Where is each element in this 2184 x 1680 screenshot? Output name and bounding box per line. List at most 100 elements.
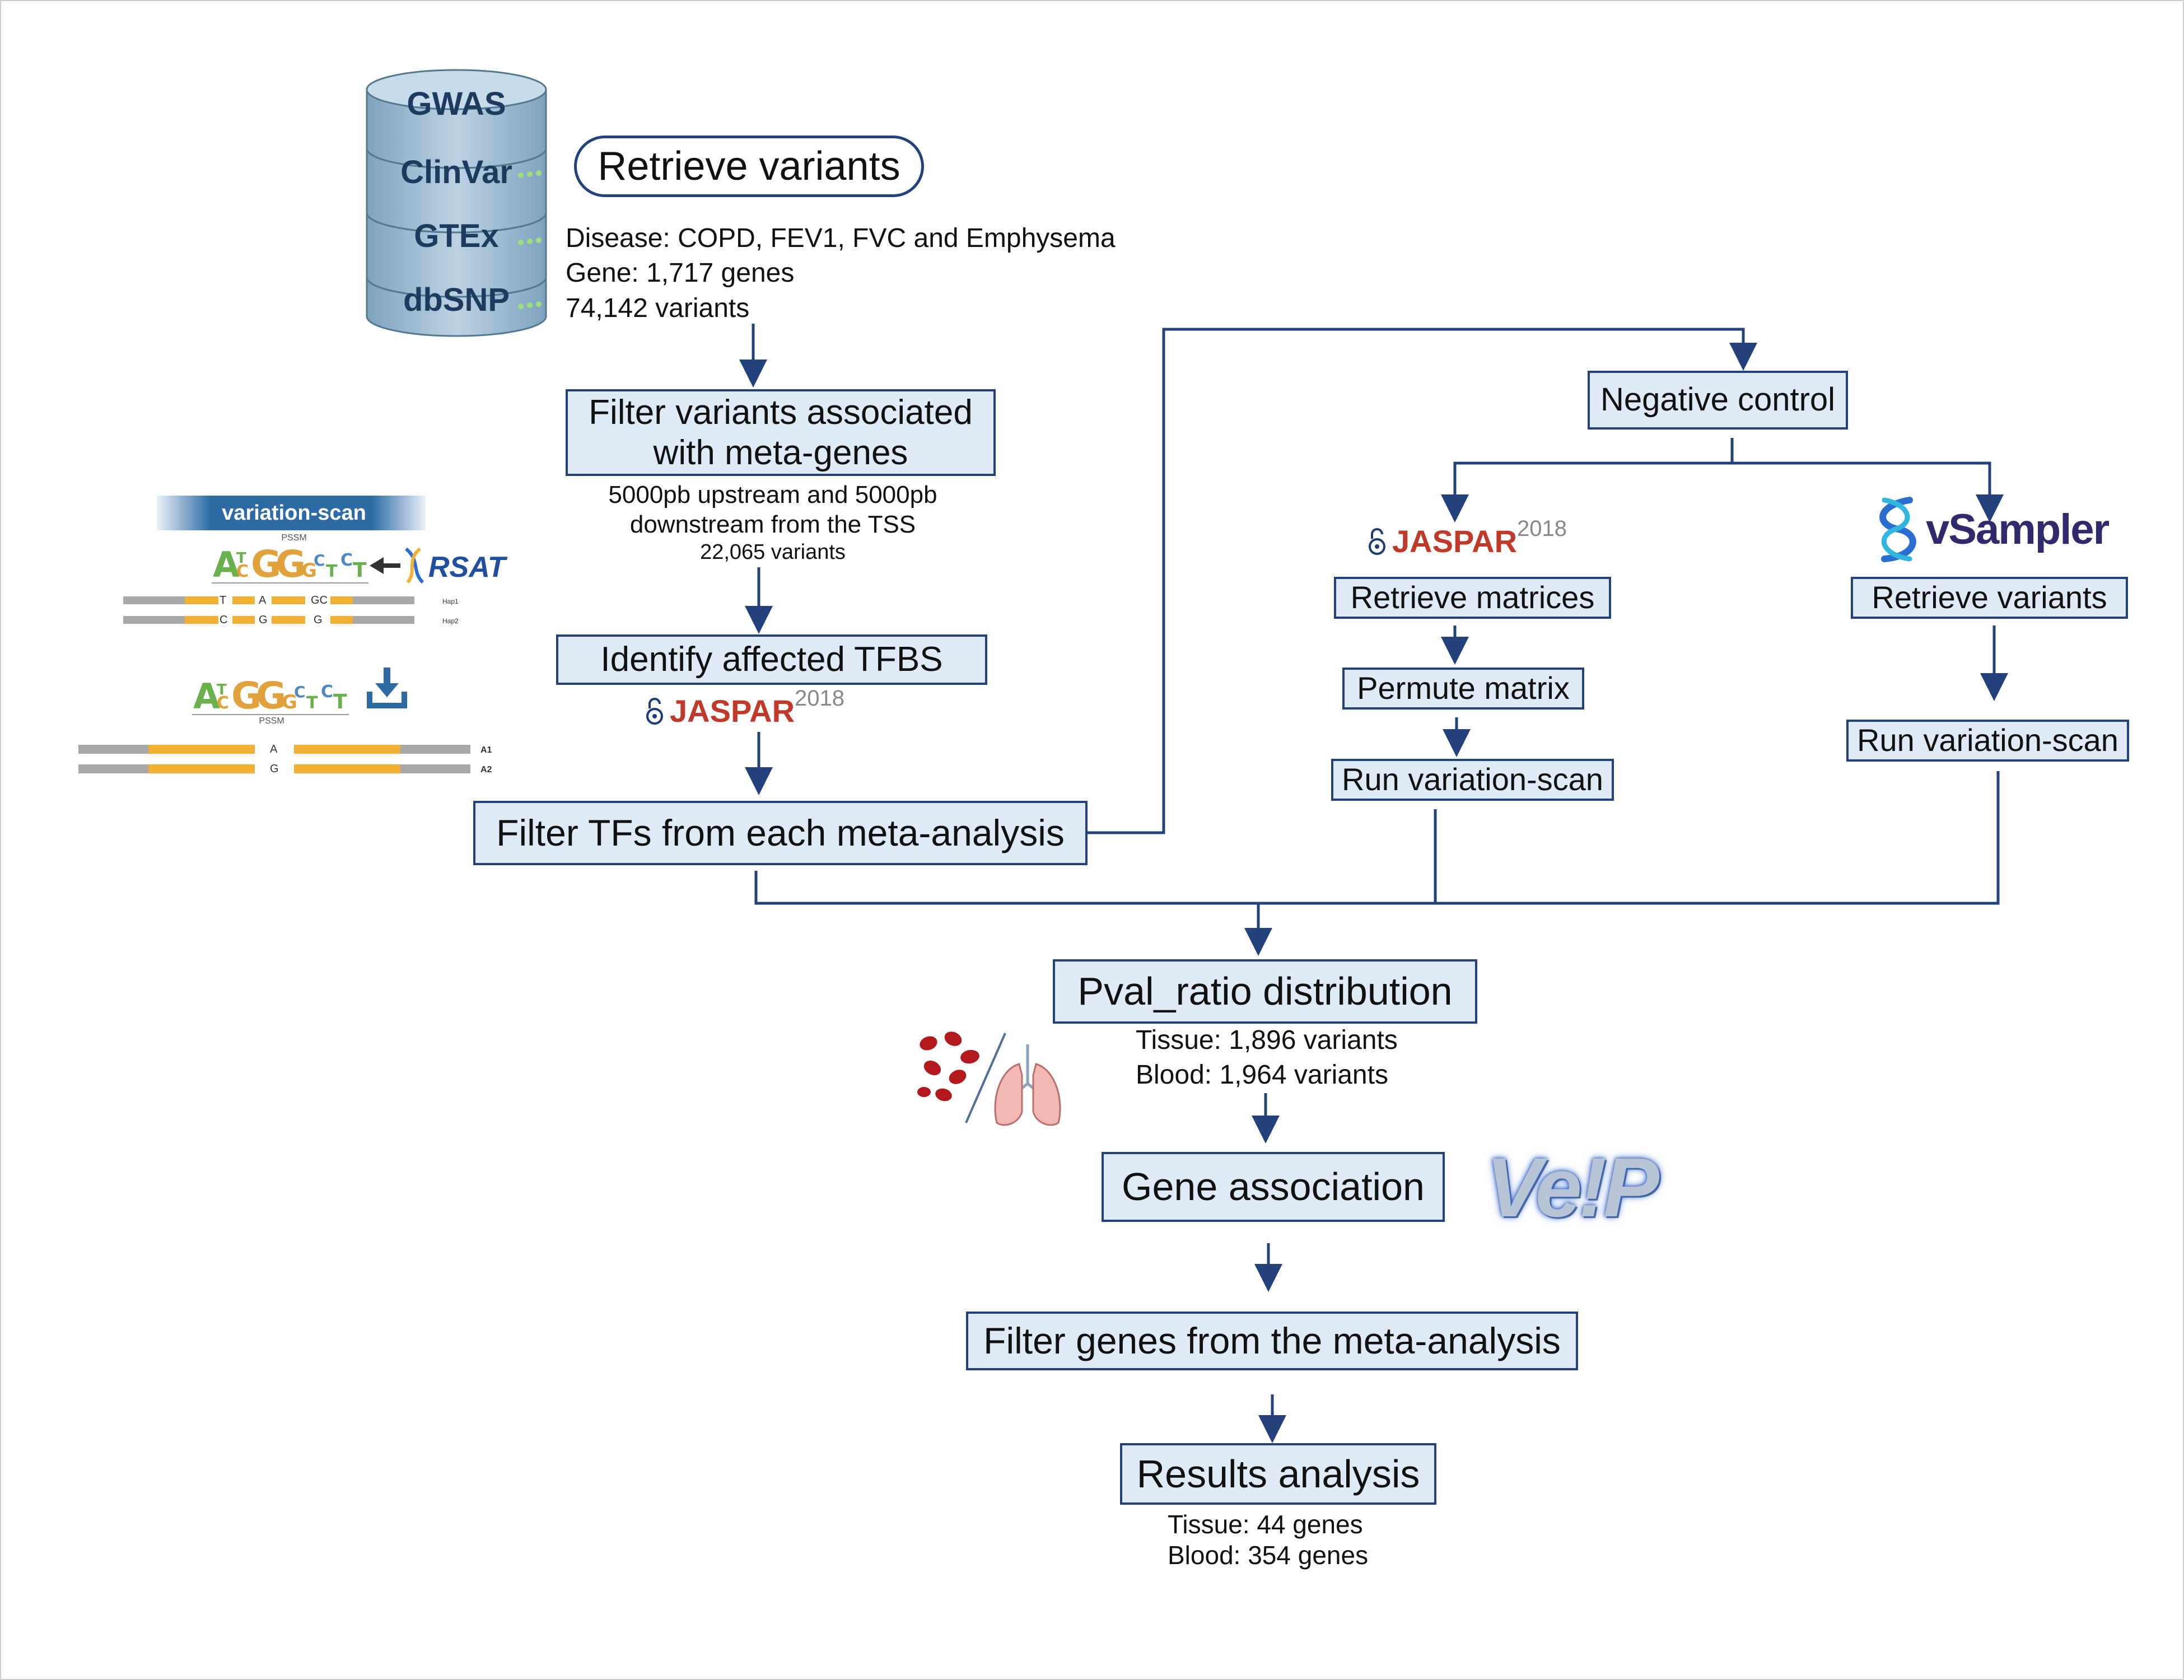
- hap1-allele-1: T: [220, 594, 226, 606]
- filter-meta-note-upstream: 5000pb upstream and 5000pb: [608, 481, 937, 508]
- permute-matrix-label: Permute matrix: [1357, 670, 1570, 706]
- line-merge-left: [754, 771, 2000, 905]
- retrieve-variants-box: Retrieve variants: [574, 136, 924, 197]
- negative-control-label: Negative control: [1600, 381, 1836, 418]
- hap2-allele-1: C: [220, 614, 227, 626]
- jaspar-lock-icon: [646, 698, 663, 725]
- svg-text:C: C: [321, 682, 333, 702]
- results-note-blood: Blood: 354 genes: [1168, 1541, 1369, 1570]
- pval-note-tissue: Tissue: 1,896 variants: [1136, 1025, 1398, 1055]
- gene-association-label: Gene association: [1122, 1165, 1425, 1209]
- jaspar-lock-icon: [1369, 528, 1385, 555]
- filter-genes-label: Filter genes from the meta-analysis: [983, 1319, 1561, 1361]
- pssm-label-top: PSSM: [281, 533, 306, 543]
- identify-tfbs-box: Identify affected TFBS: [556, 634, 987, 685]
- filter-tfs-box: Filter TFs from each meta-analysis: [473, 801, 1088, 865]
- jaspar-logo: JASPAR 2018: [645, 685, 844, 729]
- jaspar-name-negative: JASPAR: [1392, 524, 1518, 559]
- lungs-icon: [994, 1044, 1061, 1126]
- filter-variants-box: Filter variants associated with meta-gen…: [566, 389, 996, 476]
- filter-genes-box: Filter genes from the meta-analysis: [966, 1312, 1578, 1370]
- svg-text:A: A: [213, 544, 240, 585]
- retrieve-matrices-label: Retrieve matrices: [1350, 580, 1595, 615]
- hap1-allele-3: GC: [311, 594, 328, 606]
- results-analysis-label: Results analysis: [1136, 1452, 1420, 1496]
- line-negative-to-vsampler: [1732, 461, 2004, 522]
- svg-text:C: C: [217, 693, 229, 713]
- variation-scan-figure: variation-scan PSSM A C T G G G C T C T …: [73, 482, 510, 795]
- retrieve-variants-right-label: Retrieve variants: [1872, 580, 2107, 615]
- retrieve-note-disease: Disease: COPD, FEV1, FVC and Emphysema: [566, 223, 1116, 253]
- rsat-name: RSAT: [428, 551, 508, 584]
- run-scan-left-label: Run variation-scan: [1342, 762, 1603, 797]
- jaspar-logo-negative: JASPAR 2018: [1368, 515, 1567, 559]
- hap2-allele-2: G: [259, 614, 268, 626]
- pval-ratio-label: Pval_ratio distribution: [1077, 969, 1453, 1014]
- retrieve-variants-right-box: Retrieve variants: [1851, 577, 2128, 619]
- results-notes: Tissue: 44 genes Blood: 354 genes: [1168, 1509, 1368, 1571]
- svg-text:G: G: [282, 691, 297, 713]
- allele-bars: A A1 G A2: [78, 743, 492, 775]
- svg-text:A: A: [193, 676, 220, 717]
- identify-tfbs-label: Identify affected TFBS: [600, 640, 943, 679]
- run-scan-right-label: Run variation-scan: [1857, 722, 2118, 758]
- svg-text:C: C: [294, 683, 306, 701]
- divider-slash: [965, 1033, 1006, 1123]
- pssm-label-bottom: PSSM: [259, 716, 284, 726]
- retrieve-variants-label: Retrieve variants: [598, 143, 900, 189]
- results-note-tissue: Tissue: 44 genes: [1168, 1510, 1363, 1539]
- svg-text:T: T: [326, 562, 338, 581]
- allele-letter-1: A: [270, 743, 278, 755]
- filter-meta-note-downstream: downstream from the TSS: [629, 510, 916, 538]
- line-filtertfs-to-negative: [1086, 328, 1757, 834]
- filter-variants-label-line2: with meta-genes: [653, 433, 908, 472]
- svg-text:G: G: [301, 559, 317, 582]
- svg-text:T: T: [333, 690, 347, 713]
- db-label-gwas: GWAS: [407, 86, 506, 122]
- gene-association-box: Gene association: [1102, 1152, 1445, 1222]
- db-label-gtex: GTEx: [414, 218, 499, 254]
- vsampler-name: vSampler: [1926, 505, 2110, 553]
- svg-text:G: G: [251, 543, 281, 586]
- retrieve-note-variants: 74,142 variants: [566, 293, 750, 323]
- svg-text:C: C: [236, 562, 249, 581]
- hap2-allele-3: G: [314, 614, 323, 626]
- retrieve-note-genes: Gene: 1,717 genes: [566, 258, 795, 288]
- svg-text:G: G: [256, 674, 286, 717]
- filter-tfs-label: Filter TFs from each meta-analysis: [496, 811, 1065, 853]
- jaspar-name: JASPAR: [670, 693, 795, 729]
- svg-text:C: C: [314, 551, 325, 570]
- retrieve-matrices-box: Retrieve matrices: [1334, 577, 1611, 619]
- rsat-logo: RSAT: [405, 547, 508, 584]
- retrieve-notes: Disease: COPD, FEV1, FVC and Emphysema G…: [566, 221, 1116, 326]
- sequence-logo-bottom: A C T G G G C T C T: [193, 674, 347, 717]
- vep-name: Ve!P: [1486, 1140, 1659, 1234]
- allele-label-2: A2: [480, 765, 492, 774]
- svg-text:C: C: [340, 550, 353, 570]
- svg-text:G: G: [276, 543, 306, 586]
- run-scan-left-box: Run variation-scan: [1331, 759, 1614, 801]
- db-label-clinvar: ClinVar: [400, 154, 512, 190]
- allele-label-1: A1: [480, 745, 492, 755]
- negative-control-box: Negative control: [1588, 371, 1848, 430]
- svg-text:T: T: [217, 682, 227, 698]
- run-scan-right-box: Run variation-scan: [1846, 720, 2129, 762]
- hap2-label: Hap2: [442, 617, 459, 625]
- svg-text:G: G: [231, 674, 262, 717]
- hap1-label: Hap1: [442, 598, 459, 605]
- haplotype-bars: T A GC Hap1 C G G Hap2: [123, 594, 459, 626]
- results-analysis-box: Results analysis: [1120, 1443, 1436, 1505]
- db-label-dbsnp: dbSNP: [403, 282, 510, 318]
- svg-text:T: T: [306, 693, 318, 713]
- vsampler-helix-icon: [1879, 496, 1916, 562]
- pval-ratio-box: Pval_ratio distribution: [1053, 959, 1477, 1024]
- blood-cells-icon: [917, 1032, 979, 1102]
- download-icon: [367, 668, 407, 708]
- filter-meta-note-variants: 22,065 variants: [700, 540, 846, 564]
- filter-meta-notes: 5000pb upstream and 5000pb downstream fr…: [560, 480, 986, 565]
- tissue-icons: [917, 1032, 1061, 1126]
- line-negative-split: [1441, 438, 1734, 522]
- jaspar-year-negative: 2018: [1517, 516, 1567, 541]
- svg-text:T: T: [236, 550, 246, 567]
